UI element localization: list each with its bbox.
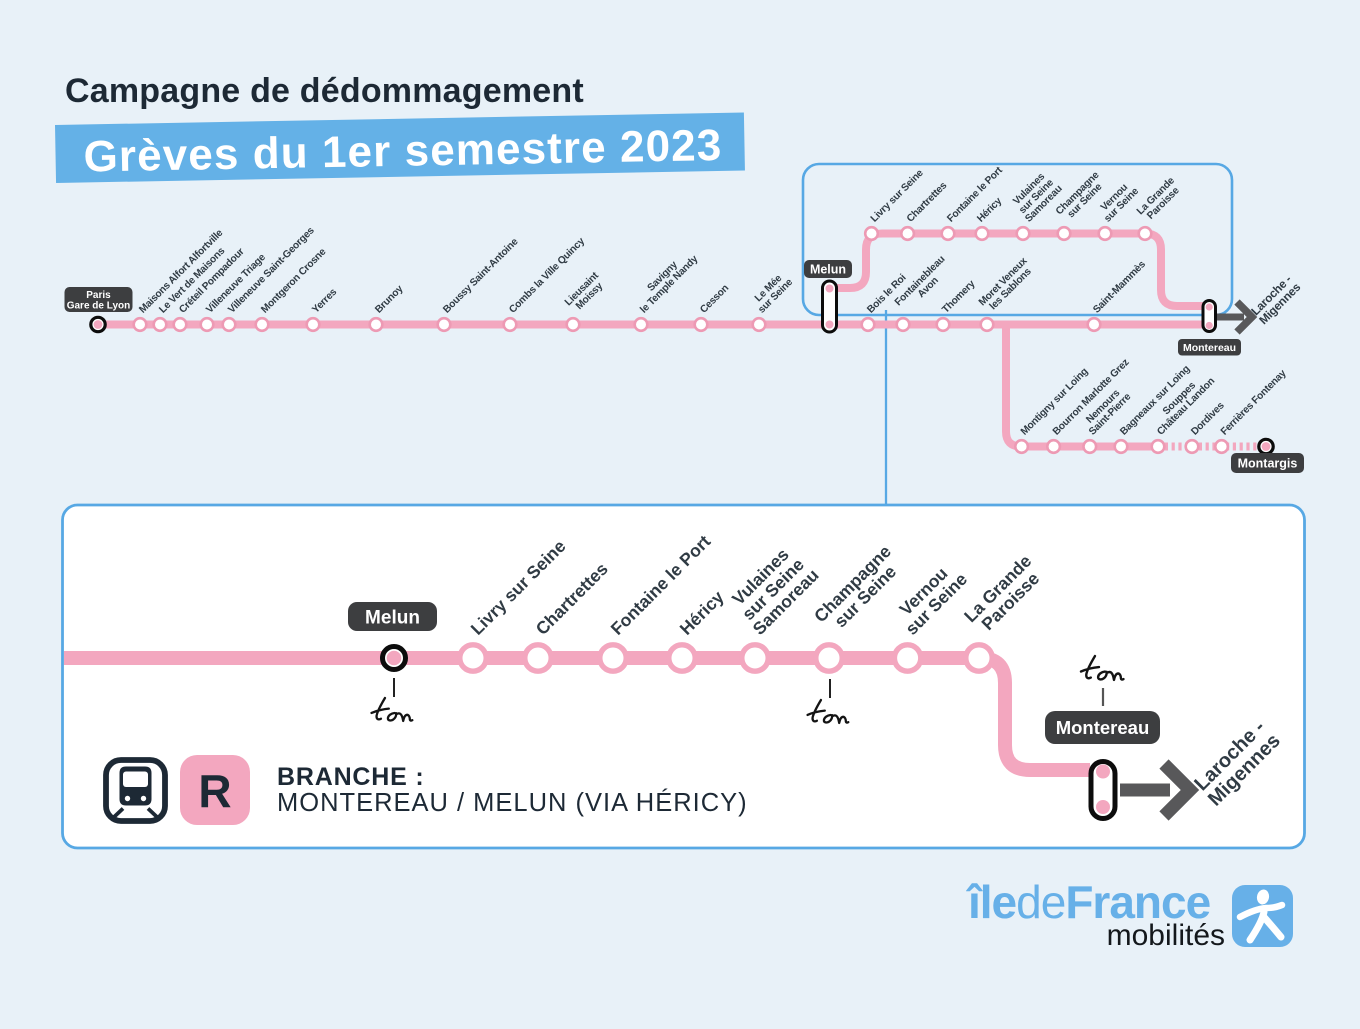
svg-text:Melun: Melun — [365, 607, 420, 628]
svg-text:Melun: Melun — [810, 263, 846, 277]
svg-text:îledeFrance: îledeFrance — [966, 876, 1211, 928]
svg-text:Thomery: Thomery — [940, 278, 977, 315]
svg-text:mobilités: mobilités — [1107, 919, 1225, 952]
svg-text:Ferrières Fontenay: Ferrières Fontenay — [1219, 368, 1289, 438]
svg-text:R: R — [198, 765, 231, 817]
svg-text:Montargis: Montargis — [1238, 457, 1298, 471]
svg-text:BRANCHE :: BRANCHE : — [277, 763, 424, 791]
svg-text:Brunoy: Brunoy — [373, 283, 405, 315]
svg-text:MONTEREAU / MELUN (VIA HÉRICY): MONTEREAU / MELUN (VIA HÉRICY) — [277, 788, 748, 817]
svg-text:Héricy: Héricy — [975, 195, 1004, 224]
svg-text:Gare de Lyon: Gare de Lyon — [67, 300, 131, 311]
svg-text:Boussy Saint-Antoine: Boussy Saint-Antoine — [441, 236, 520, 315]
svg-text:Montereau: Montereau — [1183, 342, 1236, 354]
svg-text:Cesson: Cesson — [698, 283, 731, 316]
svg-text:Yerres: Yerres — [310, 286, 339, 315]
svg-text:Paris: Paris — [86, 290, 111, 301]
svg-text:Montereau: Montereau — [1056, 717, 1150, 738]
svg-text:Saint-Mammès: Saint-Mammès — [1091, 259, 1148, 316]
